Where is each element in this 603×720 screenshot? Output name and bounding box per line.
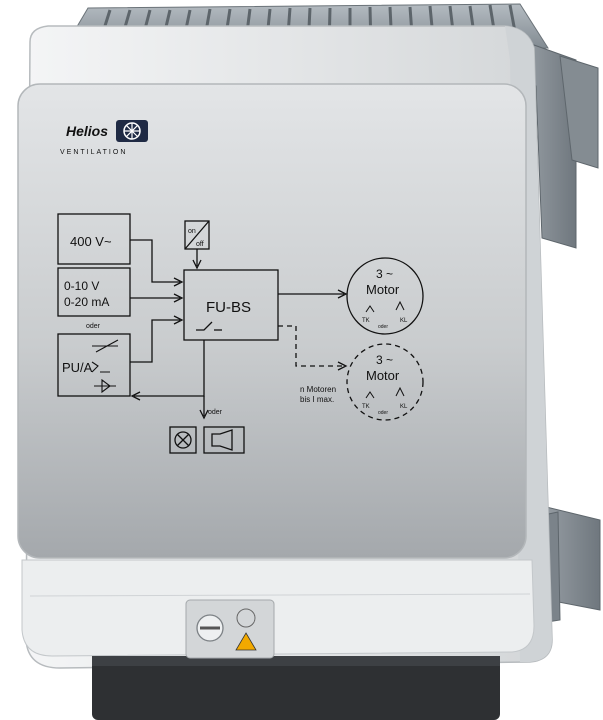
warning-icon [235,632,257,651]
brand-tagline: VENTILATION [60,149,127,156]
supply-box [57,213,131,265]
signal-voltage-label: 0-10 V [64,279,99,293]
motor-2-kl: KL [400,404,408,410]
diagram-labels: 400 V~ 0-10 V 0-20 mA oder PU/A on off F… [62,228,408,416]
or-label-1: oder [86,323,101,330]
motor-2-or: oder [378,410,388,416]
switch-off-label: off [196,241,204,248]
lower-strip [21,559,535,657]
housing-foot [92,656,500,720]
motor-1-label: Motor [366,282,400,297]
main-switch[interactable] [185,599,275,659]
max-current-label: bis I max. [300,395,334,404]
motor-2-phase: 3 ~ [376,353,393,367]
or-label-2: oder [208,409,223,416]
motor-1-phase: 3 ~ [376,267,393,281]
controller-box [183,269,279,341]
motor-1-tk: TK [362,318,370,324]
signal-current-label: 0-20 mA [64,295,109,309]
brand-logo: Helios VENTILATION [60,120,148,156]
sensor-box [57,333,131,397]
n-motors-label: n Motoren [300,385,336,394]
timer-icon [236,608,256,628]
motor-1-symbol [346,257,424,335]
switch-on-label: on [188,228,196,235]
motor-2-label: Motor [366,368,400,383]
front-panel [17,83,527,559]
motor-2-tk: TK [362,404,370,410]
controller-label: FU-BS [206,299,251,316]
signal-box [57,267,131,317]
motor-1-kl: KL [400,318,408,324]
lamp-box [169,426,197,454]
wiring-diagram [57,213,424,454]
supply-label: 400 V~ [70,234,112,249]
motor-1-or: oder [378,324,388,330]
brand-name: Helios [66,123,108,139]
motor-2-symbol [346,343,424,421]
sensor-label: PU/A [62,360,93,375]
horn-box [203,426,245,454]
